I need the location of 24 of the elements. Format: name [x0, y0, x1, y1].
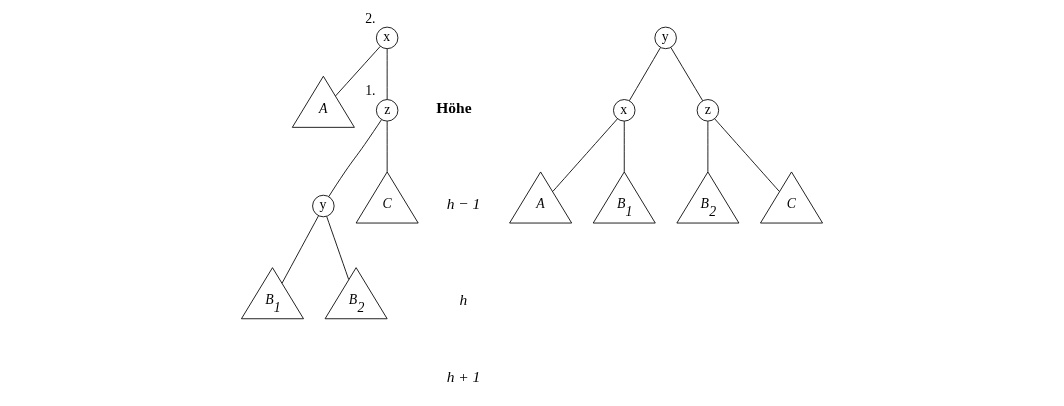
connector [714, 118, 780, 192]
connector [670, 47, 704, 102]
node-circle: z [375, 99, 399, 122]
label: Höhe [436, 99, 472, 117]
connector [552, 118, 618, 192]
label: h + 1 [446, 367, 481, 385]
node-circle: y [654, 26, 677, 50]
connector [281, 215, 319, 284]
node-circle: y [312, 194, 335, 218]
node-circle: x [375, 26, 399, 50]
node-circle: x [613, 99, 636, 122]
label: h [459, 290, 468, 308]
connector [328, 119, 382, 198]
label: h − 1 [446, 194, 481, 212]
connector [628, 47, 661, 102]
connector [623, 120, 625, 173]
node-circle: z [696, 99, 720, 122]
connector [707, 120, 709, 173]
connector [386, 120, 388, 173]
node-label: 2. [365, 10, 376, 26]
connector [386, 48, 388, 100]
connector [335, 45, 381, 97]
node-label: 1. [365, 83, 376, 99]
connector [326, 216, 350, 280]
